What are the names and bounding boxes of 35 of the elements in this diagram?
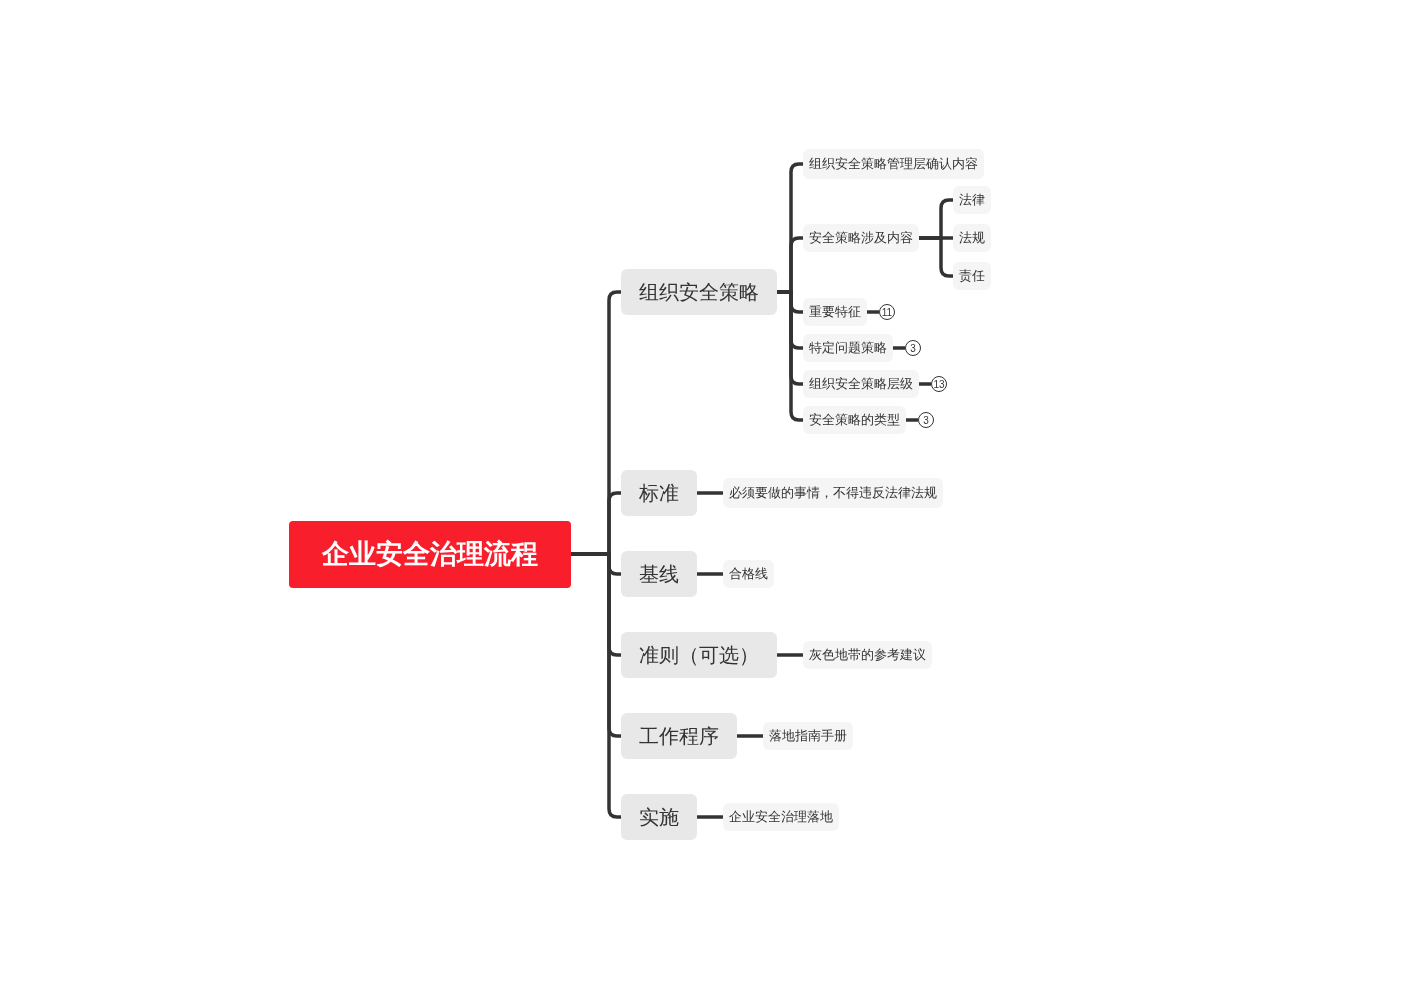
count-badge: 11 [879, 304, 895, 320]
subtopic-box: 组织安全策略管理层确认内容 [803, 149, 984, 179]
topic-box: 基线 [621, 551, 697, 597]
connector-line [697, 491, 723, 495]
count-badge: 3 [918, 412, 934, 428]
topic-box: 组织安全策略 [621, 269, 777, 315]
count-badge: 3 [905, 340, 921, 356]
subtopic-box: 合格线 [723, 560, 774, 588]
connector-line [697, 815, 723, 819]
topic-box: 工作程序 [621, 713, 737, 759]
subtopic-box: 安全策略的类型 [803, 406, 906, 434]
subtopic-box: 特定问题策略 [803, 334, 893, 362]
topic-box: 标准 [621, 470, 697, 516]
connector-line [906, 418, 918, 422]
count-badge: 13 [931, 376, 947, 392]
subtopic-box: 安全策略涉及内容 [803, 224, 919, 252]
connector-line [777, 653, 803, 657]
subtopic-box: 企业安全治理落地 [723, 803, 839, 831]
subtopic-box: 必须要做的事情，不得违反法律法规 [723, 478, 943, 508]
root-topic-box: 企业安全治理流程 [289, 520, 571, 588]
connector-line [919, 236, 953, 278]
subtopic-box: 组织安全策略层级 [803, 370, 919, 398]
topic-box: 实施 [621, 794, 697, 840]
subtopic-box: 法律 [953, 186, 991, 214]
subtopic-box: 灰色地带的参考建议 [803, 641, 932, 669]
subtopic-box: 重要特征 [803, 298, 867, 326]
topic-box: 准则（可选） [621, 632, 777, 678]
connector-line [893, 346, 905, 350]
connector-line [919, 382, 931, 386]
subtopic-box: 法规 [953, 224, 991, 252]
subtopic-box: 责任 [953, 262, 991, 290]
connector-line [737, 734, 763, 738]
subtopic-box: 落地指南手册 [763, 722, 853, 750]
connector-line [867, 310, 879, 314]
connector-line [697, 572, 723, 576]
